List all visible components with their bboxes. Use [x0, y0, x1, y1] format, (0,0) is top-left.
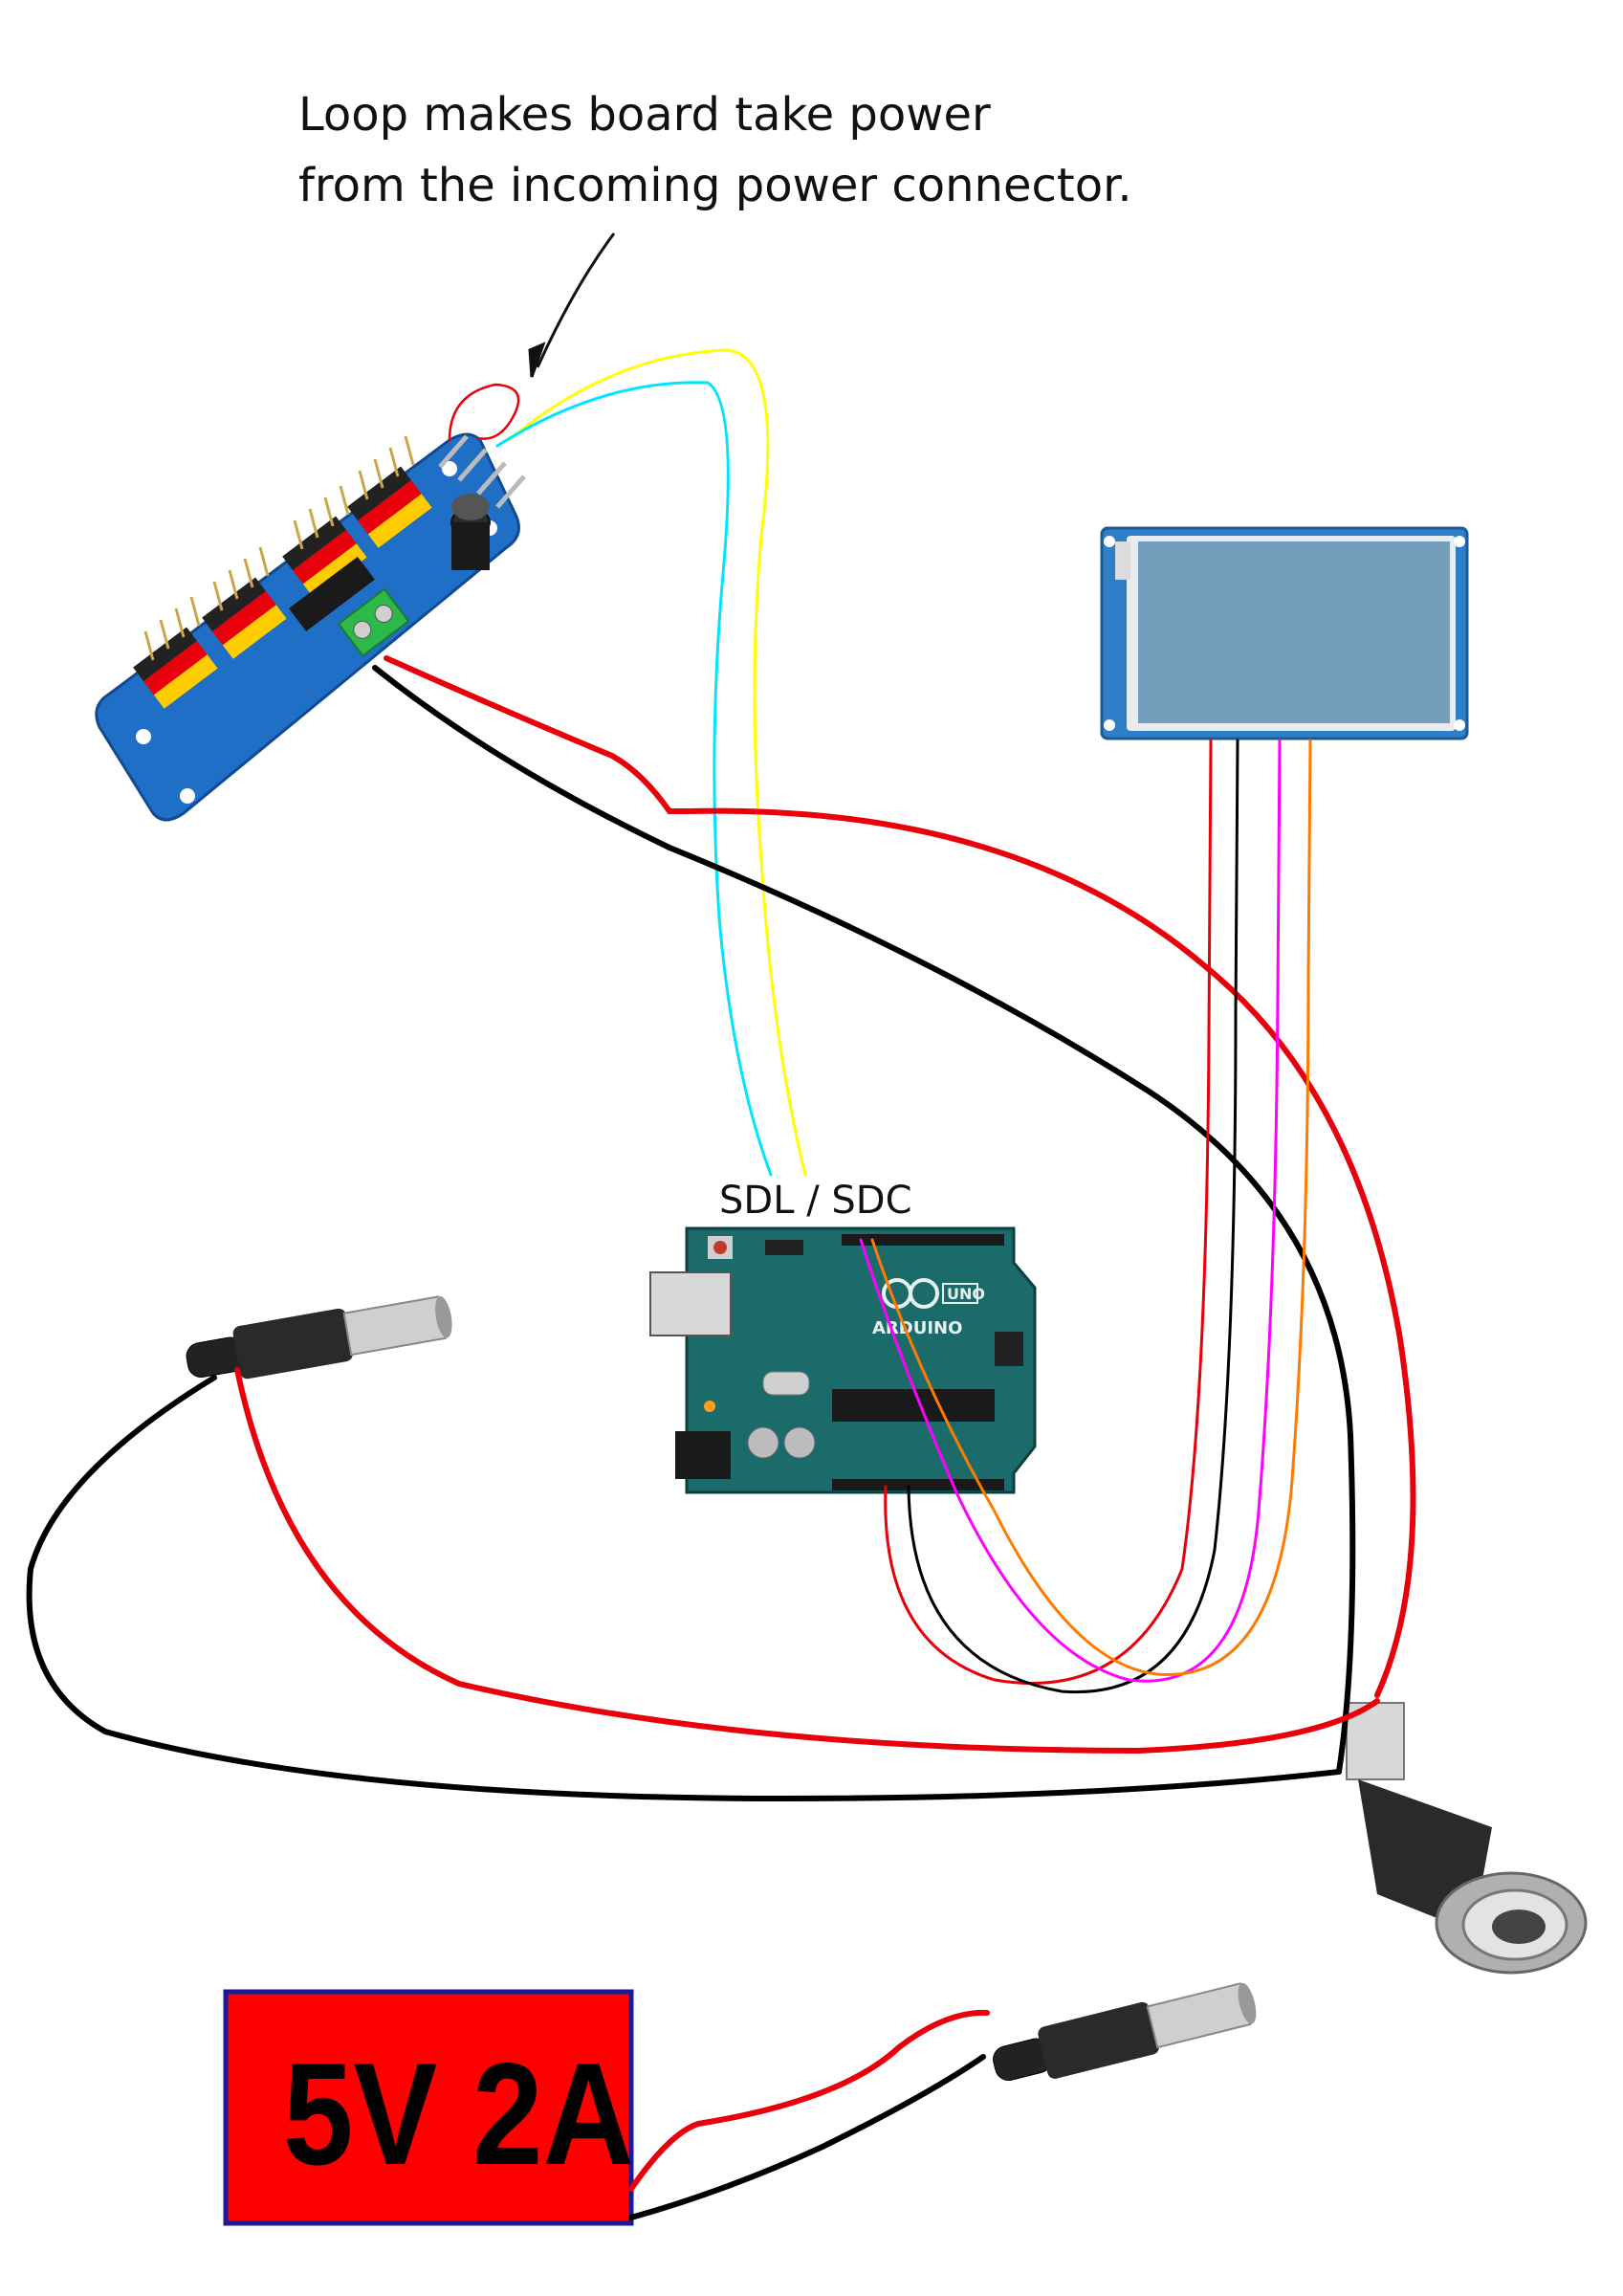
power-terminal	[337, 587, 410, 657]
wire-left-plug-positive	[234, 1367, 1380, 1755]
wire-left-plug-ground	[26, 1375, 1342, 1802]
annotation-line-2: from the incoming power connector.	[298, 159, 1132, 212]
wire-display-ground	[907, 739, 1239, 1694]
display-screen	[1138, 541, 1450, 723]
i2c-header	[438, 434, 526, 509]
digital-header	[842, 1234, 1004, 1246]
arduino-pcb	[685, 1226, 1037, 1494]
mount-hole	[442, 461, 457, 476]
mount-hole	[136, 729, 151, 744]
icsp-header-2	[995, 1332, 1023, 1366]
power-supply-box	[223, 1989, 634, 2226]
power-supply-label: 5V 2A	[283, 2033, 634, 2196]
analog-header	[832, 1479, 1004, 1490]
i2c-bus-label: SDL / SDC	[719, 1179, 912, 1223]
annotation-arrowhead-icon	[528, 342, 546, 378]
arduino-uno: ARDUINO UNO SDL / SDC	[649, 1179, 1037, 1494]
crystal	[762, 1371, 810, 1396]
icsp-header	[765, 1240, 803, 1255]
annotation-arrow	[536, 232, 616, 368]
power-barrel-jack	[675, 1431, 731, 1479]
wire-servo-ground	[372, 665, 1356, 1775]
wire-display-positive	[884, 739, 1213, 1685]
servo-headers	[133, 435, 432, 709]
arduino-model-text: UNO	[947, 1285, 985, 1303]
microcontroller-chip	[832, 1389, 995, 1422]
dc-plug-left	[186, 1295, 452, 1380]
power-supply: 5V 2A	[223, 1989, 634, 2226]
display-connector	[1115, 541, 1130, 580]
wire-display-tx	[859, 739, 1282, 1683]
servo-driver-board	[95, 432, 526, 822]
usb-port	[649, 1271, 732, 1336]
annotation: Loop makes board take power from the inc…	[298, 88, 1132, 378]
wires	[26, 348, 1416, 2220]
annotation-line-1: Loop makes board take power	[298, 88, 991, 142]
wire-servo-positive	[384, 655, 1416, 1698]
dc-plug-bottom	[993, 1982, 1257, 2081]
arduino-logo-text: ARDUINO	[872, 1318, 962, 1338]
wire-display-rx	[870, 739, 1312, 1676]
mount-hole	[180, 788, 195, 804]
wire-psu-positive	[628, 2009, 990, 2192]
wire-power-loop	[448, 383, 520, 442]
capacitor	[450, 494, 491, 570]
capacitor	[783, 1426, 816, 1459]
wire-psu-ground	[628, 2054, 986, 2220]
wire-sda	[507, 348, 807, 1177]
touch-display	[1100, 526, 1469, 740]
capacitor	[747, 1426, 779, 1459]
panel-mount-dc-jack	[1346, 1702, 1588, 1975]
pwm-chip	[289, 556, 375, 631]
wire-scl	[495, 381, 773, 1177]
